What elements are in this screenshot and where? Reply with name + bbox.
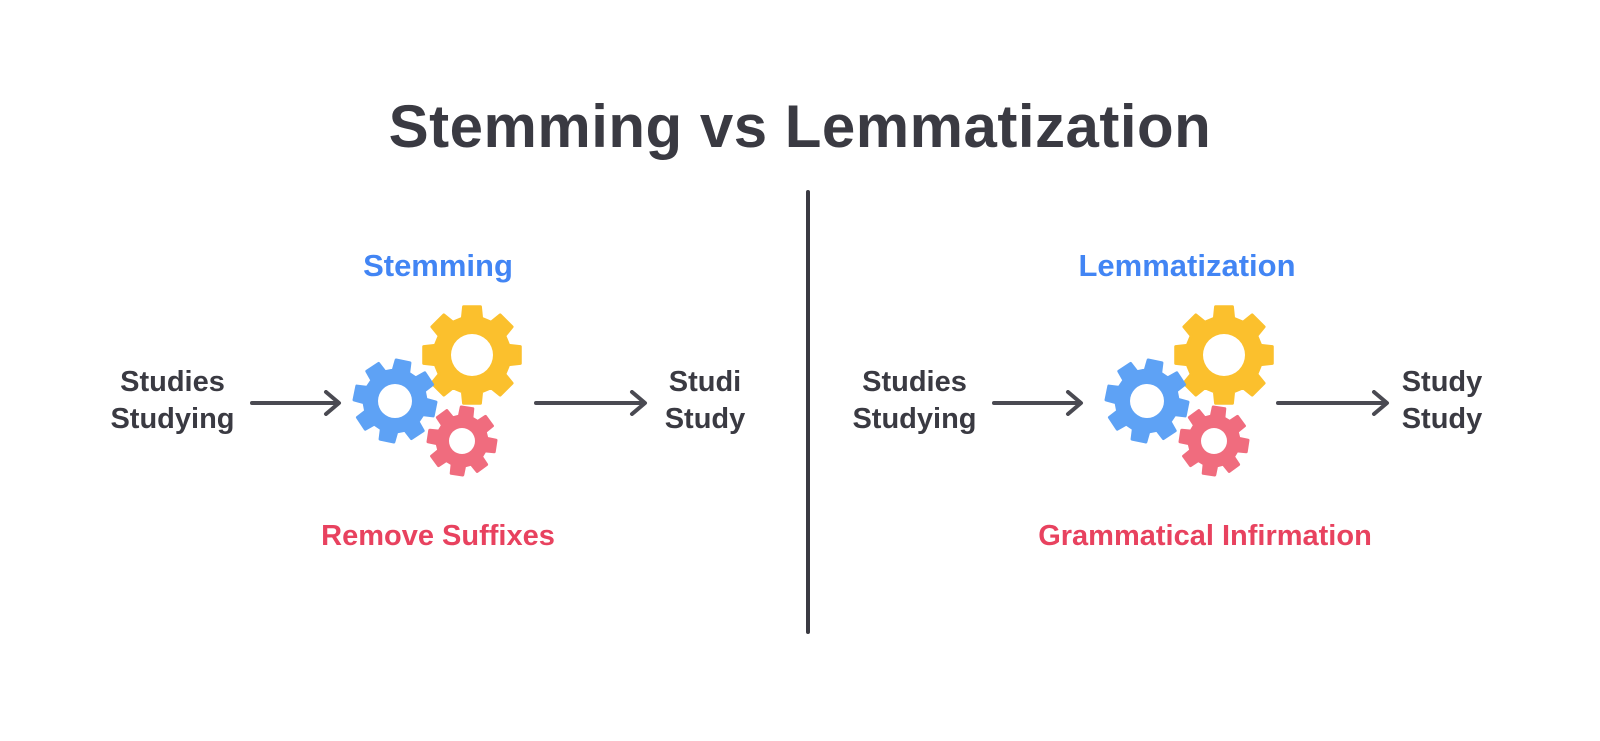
gear-icon — [1178, 405, 1250, 477]
gear-cluster-icon — [1104, 305, 1274, 477]
input-word: Studies — [862, 366, 967, 398]
output-word: Study — [1401, 403, 1483, 435]
stemming-panel: Stemming Studies Studying Studi Study Re… — [100, 248, 760, 552]
panel-subtitle: Grammatical Infirmation — [1038, 520, 1372, 552]
gear-icon — [422, 305, 522, 405]
arrow-right-icon — [534, 390, 647, 416]
lemmatization-panel: Lemmatization Studies Studying Study Stu… — [740, 0, 1540, 741]
gear-icon — [1104, 358, 1190, 444]
input-word: Studying — [852, 403, 977, 435]
output-word: Study — [664, 403, 746, 435]
divider — [806, 190, 810, 634]
output-word: Studi — [668, 366, 742, 398]
gear-icon — [352, 358, 438, 444]
gear-icon — [426, 405, 498, 477]
input-words: Studies Studying — [842, 364, 987, 438]
input-word: Studies — [120, 366, 225, 398]
gear-cluster-icon — [352, 305, 522, 477]
output-words: Studi Study — [650, 364, 760, 438]
panel-heading: Stemming — [363, 248, 513, 283]
arrow-right-icon — [992, 390, 1083, 416]
page-title: Stemming vs Lemmatization — [388, 93, 1212, 160]
arrow-right-icon — [1276, 390, 1389, 416]
arrow-right-icon — [250, 390, 341, 416]
output-words: Study Study — [1392, 364, 1492, 438]
panel-heading: Lemmatization — [1078, 248, 1296, 283]
gear-icon — [1174, 305, 1274, 405]
panel-subtitle: Remove Suffixes — [321, 520, 555, 552]
input-word: Studying — [110, 403, 235, 435]
output-word: Study — [1401, 366, 1483, 398]
input-words: Studies Studying — [100, 364, 245, 438]
